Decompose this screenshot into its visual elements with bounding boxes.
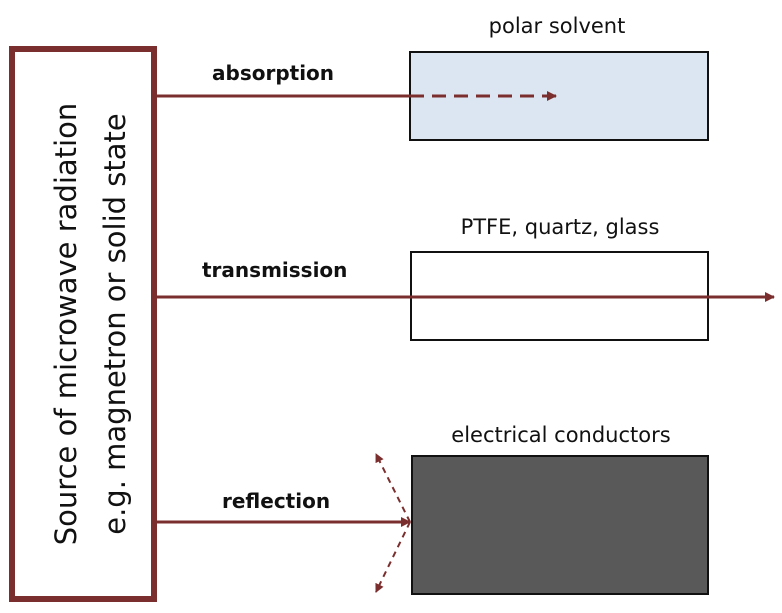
polar-solvent-label: polar solvent bbox=[489, 14, 626, 38]
absorption-row: polar solvent absorption bbox=[154, 14, 709, 141]
source-title-line: Source of microwave radiation bbox=[49, 103, 83, 545]
radiation-source-box bbox=[9, 46, 157, 602]
conductor-box bbox=[411, 455, 709, 595]
radiation-source: Source of microwave radiation e.g. magne… bbox=[9, 46, 157, 602]
reflected-wave-down-arrow bbox=[375, 521, 411, 593]
absorption-label: absorption bbox=[212, 61, 334, 85]
source-example-line: e.g. magnetron or solid state bbox=[98, 113, 132, 535]
reflected-wave-up-arrow bbox=[375, 453, 411, 523]
reflection-row: electrical conductors reflection bbox=[154, 423, 709, 595]
reflection-label: reflection bbox=[222, 489, 330, 513]
transmission-label: transmission bbox=[202, 258, 347, 282]
transmission-row: PTFE, quartz, glass transmission bbox=[154, 215, 775, 341]
ptfe-quartz-glass-label: PTFE, quartz, glass bbox=[461, 215, 660, 239]
electrical-conductors-label: electrical conductors bbox=[451, 423, 670, 447]
